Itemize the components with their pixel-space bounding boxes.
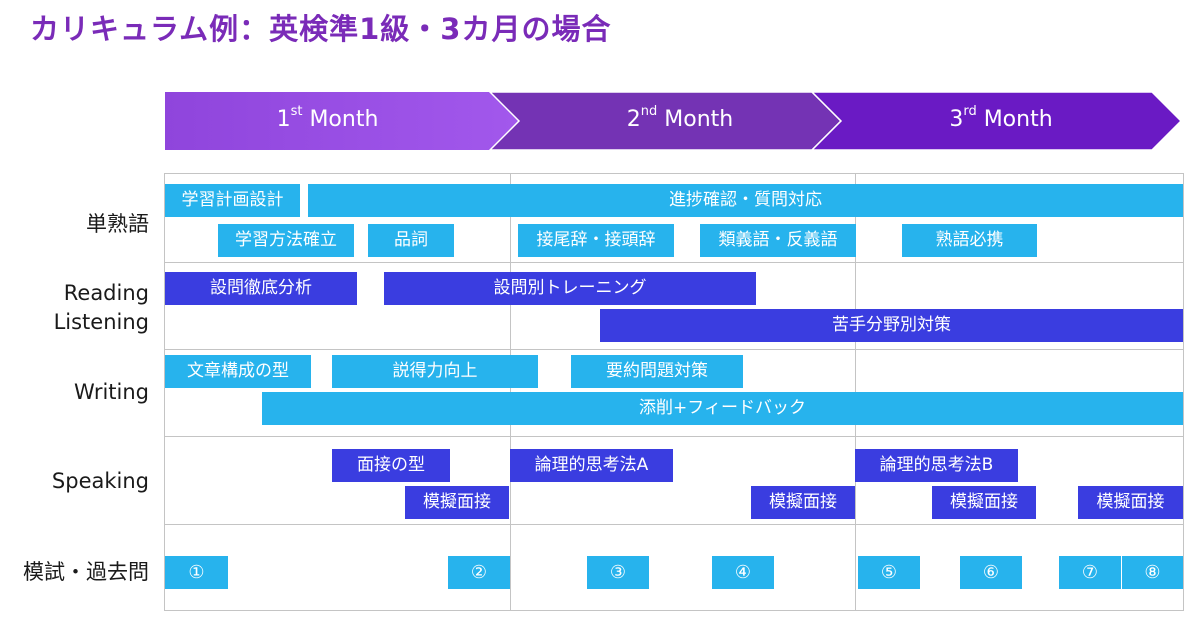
task-bar: 進捗確認・質問対応 — [308, 184, 1183, 217]
row-label-reading: Reading — [63, 281, 149, 305]
task-bar: 模擬面接 — [932, 486, 1036, 519]
row-divider — [165, 262, 1183, 263]
task-bar: 類義語・反義語 — [700, 224, 856, 257]
mock-exam-marker: ⑤ — [858, 556, 920, 589]
mock-exam-marker: ⑧ — [1122, 556, 1183, 589]
task-bar: 熟語必携 — [902, 224, 1037, 257]
row-label-mock: 模試・過去問 — [23, 560, 149, 584]
row-label-listening: Listening — [53, 310, 149, 334]
task-bar: 接尾辞・接頭辞 — [518, 224, 674, 257]
task-bar: 設問徹底分析 — [165, 272, 357, 305]
mock-exam-marker: ④ — [712, 556, 774, 589]
task-bar: 設問別トレーニング — [384, 272, 756, 305]
month-2-label: 2nd Month — [626, 103, 734, 132]
row-divider — [165, 436, 1183, 437]
task-bar: 模擬面接 — [1078, 486, 1183, 519]
mock-exam-marker: ② — [448, 556, 510, 589]
page-title: カリキュラム例：英検準1級・3カ月の場合 — [30, 12, 612, 46]
mock-exam-marker: ⑥ — [960, 556, 1022, 589]
task-bar: 苦手分野別対策 — [600, 309, 1183, 342]
task-bar: 要約問題対策 — [571, 355, 743, 388]
month-3-label: 3rd Month — [949, 103, 1053, 132]
task-bar: 模擬面接 — [405, 486, 509, 519]
task-bar: 論理的思考法A — [510, 449, 673, 482]
month-header — [165, 91, 1183, 151]
mock-exam-marker: ① — [165, 556, 228, 589]
task-bar: 説得力向上 — [332, 355, 538, 388]
task-bar: 面接の型 — [332, 449, 450, 482]
row-label-writing: Writing — [74, 380, 149, 404]
mock-exam-marker: ⑦ — [1059, 556, 1121, 589]
row-label-vocab: 単熟語 — [86, 212, 149, 236]
task-bar: 学習方法確立 — [218, 224, 354, 257]
row-divider — [165, 349, 1183, 350]
task-bar: 添削+フィードバック — [262, 392, 1183, 425]
task-bar: 学習計画設計 — [165, 184, 300, 217]
task-bar: 模擬面接 — [751, 486, 855, 519]
row-divider — [165, 524, 1183, 525]
task-bar: 品詞 — [368, 224, 454, 257]
task-bar: 文章構成の型 — [165, 355, 311, 388]
month-3-chevron — [810, 91, 1183, 151]
row-label-speaking: Speaking — [51, 469, 149, 493]
mock-exam-marker: ③ — [587, 556, 649, 589]
month-1-label: 1st Month — [276, 103, 379, 132]
month-1-chevron — [165, 92, 519, 150]
task-bar: 論理的思考法B — [855, 449, 1018, 482]
